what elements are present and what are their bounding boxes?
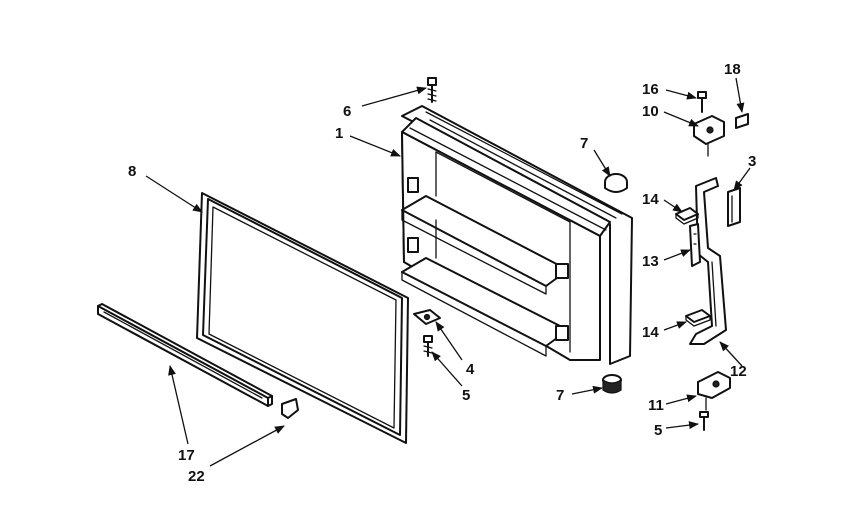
upper-spacer: [675, 207, 699, 225]
callout-8: 8: [128, 163, 136, 180]
callout-labels: 6 1 8 7 7 4 5 17 22 16 18 10 3 14 13 14 …: [128, 61, 756, 485]
callout-1: 1: [335, 125, 343, 142]
top-screw: [427, 77, 437, 103]
breaker-end-cap: [281, 398, 299, 419]
callout-3: 3: [748, 153, 756, 170]
callout-16: 16: [642, 81, 659, 98]
breaker-strip: [97, 303, 273, 407]
callout-12: 12: [730, 363, 747, 380]
callout-22: 22: [188, 468, 205, 485]
callout-4: 4: [466, 361, 475, 378]
callout-7-bottom: 7: [556, 387, 564, 404]
hinge-screw-top: [697, 91, 707, 113]
callout-17: 17: [178, 447, 195, 464]
hinge-pin-tab: [735, 113, 749, 129]
door-liner: [401, 105, 633, 365]
callout-14-upper: 14: [642, 191, 659, 208]
callout-6: 6: [343, 103, 351, 120]
bottom-bushing: [602, 374, 622, 394]
leader-lines: [145, 77, 751, 467]
callout-13: 13: [642, 253, 659, 270]
center-hinge-bracket: [689, 177, 727, 345]
callout-7-top: 7: [580, 135, 588, 152]
callout-5-bottom: 5: [654, 422, 662, 439]
hinge-shim-plate: [689, 223, 701, 267]
hinge-cover: [727, 187, 741, 227]
mid-screw: [423, 335, 433, 357]
hinge-screw-bottom: [699, 411, 709, 431]
callout-18: 18: [724, 61, 741, 78]
door-gasket: [196, 192, 409, 444]
top-hinge: [693, 115, 725, 157]
door-stop-cam: [413, 309, 441, 325]
bottom-hinge: [697, 371, 731, 411]
callout-11: 11: [648, 397, 664, 414]
lower-spacer: [685, 309, 711, 327]
top-plug: [604, 173, 628, 193]
callout-5-mid: 5: [462, 387, 470, 404]
callout-10: 10: [642, 103, 659, 120]
callout-14-lower: 14: [642, 324, 659, 341]
